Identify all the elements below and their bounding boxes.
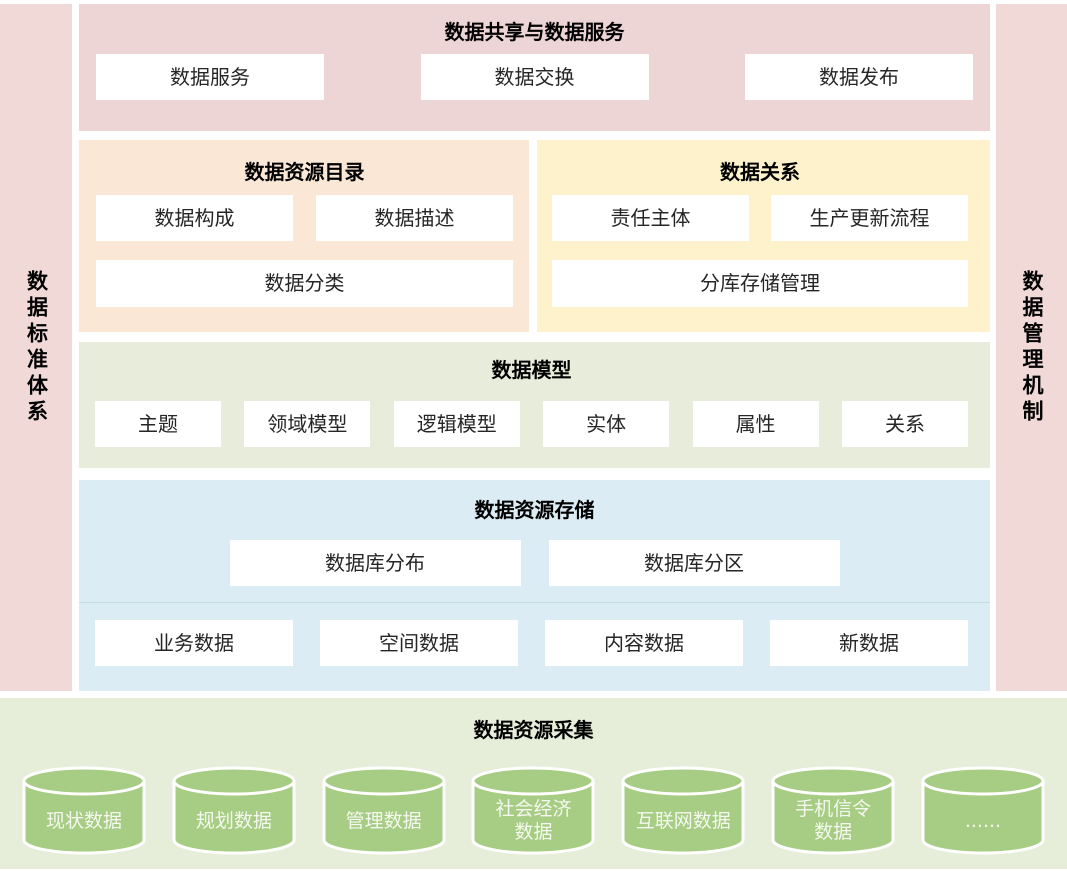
database-cylinder: 管理数据 bbox=[321, 765, 447, 857]
item-box: 数据构成 bbox=[96, 195, 293, 241]
item-box: 数据分类 bbox=[96, 260, 513, 307]
database-icon bbox=[22, 766, 146, 855]
item-box: 数据描述 bbox=[316, 195, 513, 241]
storage-divider-line bbox=[79, 602, 990, 603]
section-data-relations: 数据关系 责任主体生产更新流程 分库存储管理 bbox=[537, 140, 990, 332]
database-cylinder: ...... bbox=[920, 765, 1046, 857]
catalog-relations-row: 数据资源目录 数据构成数据描述 数据分类 数据关系 责任主体生产更新流程 分库存… bbox=[79, 140, 990, 332]
database-cylinder: 现状数据 bbox=[21, 765, 147, 857]
relations-box-row-2: 分库存储管理 bbox=[552, 260, 968, 307]
storage-box-row-2: 业务数据空间数据内容数据新数据 bbox=[79, 620, 990, 666]
storage-box-row-1: 数据库分布数据库分区 bbox=[79, 540, 990, 586]
item-box: 实体 bbox=[543, 401, 670, 447]
right-sidebar-data-management-mechanism: 数据管理机制 bbox=[996, 4, 1067, 691]
cylinder-label: ...... bbox=[964, 809, 1002, 832]
item-box: 数据发布 bbox=[745, 54, 973, 100]
cylinder-label: 管理数据 bbox=[345, 809, 422, 832]
database-cylinder: 规划数据 bbox=[171, 765, 297, 857]
database-icon bbox=[621, 766, 745, 855]
item-box: 关系 bbox=[841, 401, 968, 447]
item-box: 数据交换 bbox=[420, 54, 649, 100]
relations-box-row-1: 责任主体生产更新流程 bbox=[552, 195, 968, 241]
item-box: 逻辑模型 bbox=[393, 401, 520, 447]
database-cylinder: 社会经济 数据 bbox=[470, 765, 596, 857]
data-standard-system-label: 数据标准体系 bbox=[24, 269, 49, 426]
section-title-data-relations: 数据关系 bbox=[720, 160, 800, 184]
item-box: 属性 bbox=[692, 401, 819, 447]
section-title-data-sharing-services: 数据共享与数据服务 bbox=[444, 20, 625, 44]
item-box: 业务数据 bbox=[95, 620, 293, 666]
section-title-data-resource-catalog: 数据资源目录 bbox=[244, 160, 365, 184]
catalog-box-row-2: 数据分类 bbox=[96, 260, 513, 307]
item-box: 空间数据 bbox=[320, 620, 518, 666]
cylinder-label: 规划数据 bbox=[195, 809, 272, 832]
item-box: 领域模型 bbox=[244, 401, 371, 447]
cylinder-label: 社会经济 数据 bbox=[495, 798, 572, 843]
section-title-data-resource-storage: 数据资源存储 bbox=[474, 498, 595, 522]
model-box-row: 主题领域模型逻辑模型实体属性关系 bbox=[95, 401, 968, 447]
database-cylinder: 手机信令 数据 bbox=[770, 765, 896, 857]
section-title-data-model: 数据模型 bbox=[491, 358, 572, 382]
item-box: 生产更新流程 bbox=[771, 195, 968, 241]
section-data-model: 数据模型 主题领域模型逻辑模型实体属性关系 bbox=[79, 342, 990, 468]
item-box: 数据库分布 bbox=[229, 540, 521, 586]
data-management-mechanism-label: 数据管理机制 bbox=[1020, 269, 1044, 426]
item-box: 新数据 bbox=[770, 620, 968, 666]
item-box: 数据服务 bbox=[96, 54, 324, 100]
cylinder-label: 现状数据 bbox=[45, 809, 122, 832]
cylinder-label: 互联网数据 bbox=[635, 809, 731, 832]
sharing-box-row: 数据服务 数据交换 数据发布 bbox=[96, 54, 973, 100]
item-box: 数据库分区 bbox=[548, 540, 840, 586]
left-sidebar-data-standard-system: 数据标准体系 bbox=[0, 4, 72, 691]
database-icon bbox=[322, 766, 446, 855]
section-title-data-collection: 数据资源采集 bbox=[473, 718, 594, 742]
item-box: 主题 bbox=[95, 401, 221, 447]
database-icon bbox=[471, 766, 595, 855]
section-data-sharing-services: 数据共享与数据服务 数据服务 数据交换 数据发布 bbox=[79, 4, 990, 131]
main-layer-stack: 数据共享与数据服务 数据服务 数据交换 数据发布 数据资源目录 数据构成数据描述 数… bbox=[79, 4, 990, 691]
section-data-resource-catalog: 数据资源目录 数据构成数据描述 数据分类 bbox=[79, 140, 529, 332]
cylinder-label: 手机信令 数据 bbox=[795, 798, 872, 843]
catalog-box-row-1: 数据构成数据描述 bbox=[96, 195, 513, 241]
item-box: 分库存储管理 bbox=[552, 260, 968, 307]
item-box: 内容数据 bbox=[545, 620, 743, 666]
database-icon bbox=[771, 766, 895, 855]
section-data-resource-storage: 数据资源存储 数据库分布数据库分区 业务数据空间数据内容数据新数据 bbox=[79, 480, 990, 691]
database-icon bbox=[921, 766, 1045, 855]
item-box: 责任主体 bbox=[552, 195, 749, 241]
database-cylinder: 互联网数据 bbox=[620, 765, 746, 857]
database-icon bbox=[172, 766, 296, 855]
section-data-collection: 数据资源采集 现状数据 规划数据 管理数据 社会经济 数据 互联网数据 手机信令 数据..… bbox=[0, 698, 1067, 869]
cylinder-row: 现状数据 规划数据 管理数据 社会经济 数据 互联网数据 手机信令 数据...... bbox=[21, 765, 1046, 857]
